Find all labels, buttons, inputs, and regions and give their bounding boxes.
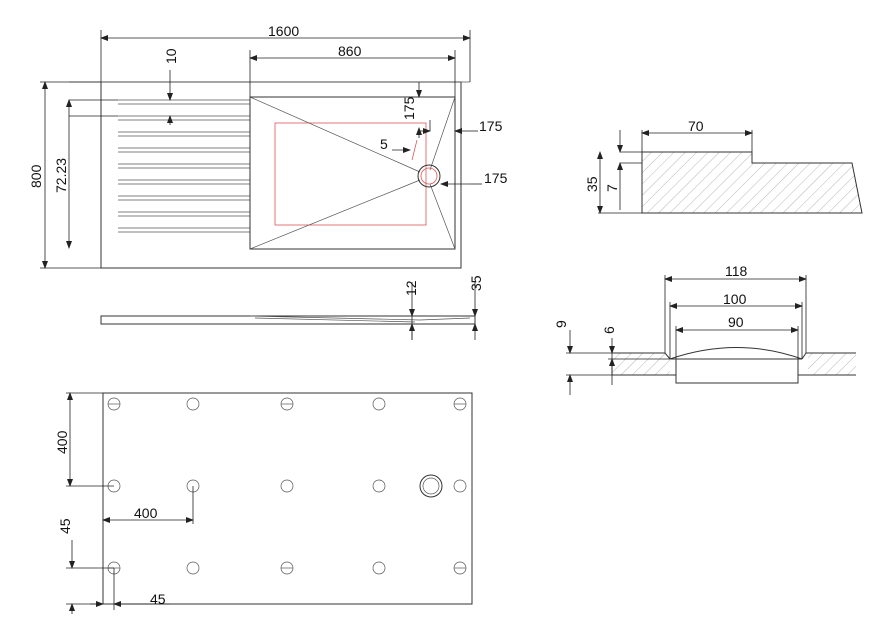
- dim-waste-flange: 100: [723, 291, 747, 307]
- waste-guide-red: [411, 139, 418, 161]
- dim-overall-width: 800: [28, 164, 44, 188]
- bottom-waste-inner: [422, 477, 440, 495]
- support-feet: [107, 397, 467, 575]
- dim-lip-width: 70: [688, 118, 704, 134]
- bowl-diagonal-2: [249, 179, 421, 250]
- dim-total-height: 35: [468, 275, 484, 291]
- bottom-waste-outer: [419, 474, 443, 498]
- dim-waste-offset-top: 175: [401, 96, 417, 120]
- edge-detail: 70 35 7: [584, 118, 863, 214]
- drainer-ribs: [118, 99, 250, 233]
- dim-waste-gap: 5: [380, 136, 388, 152]
- dim-waste-recess-depth: 6: [601, 326, 617, 334]
- dim-edge-step-depth: 7: [604, 184, 620, 192]
- dim-waste-offset-side-2: 175: [484, 170, 508, 186]
- side-view: 12 35: [100, 275, 484, 340]
- bowl-inner-red: [274, 122, 427, 226]
- bottom-outline: [102, 392, 473, 605]
- dim-overall-length: 1600: [268, 23, 299, 39]
- dim-waste-offset-side-1: 175: [479, 118, 503, 134]
- dim-bowl-length: 860: [338, 43, 362, 59]
- bowl-diagonal-4: [429, 183, 456, 250]
- dim-rib-spacing: 10: [163, 48, 179, 64]
- waste-detail: 118 100 90 9 6: [553, 263, 856, 395]
- dim-waste-outer: 118: [725, 263, 748, 279]
- dim-edge-offset-horizontal: 45: [150, 591, 166, 607]
- top-view: 1600 860 10 800 72.23 175 175 5: [28, 23, 508, 269]
- waste-flange: [669, 347, 803, 384]
- dim-waste-flange-thickness: 9: [553, 320, 569, 328]
- waste-outlet-outer: [417, 164, 441, 188]
- dim-foot-spacing-horizontal: 400: [134, 505, 158, 521]
- bowl-diagonal-1: [249, 96, 421, 173]
- waste-outlet-inner: [420, 167, 438, 185]
- bottom-view: 400 400 45 45: [54, 392, 473, 614]
- bowl-outline: [249, 96, 456, 250]
- dim-waste-inner: 90: [728, 314, 744, 330]
- dim-edge-offset-vertical: 45: [57, 518, 73, 534]
- dim-rim-thickness: 12: [403, 280, 419, 296]
- bowl-diagonal-3: [429, 96, 456, 171]
- dim-drainer-offset: 72.23: [53, 158, 69, 193]
- dim-edge-total-depth: 35: [584, 176, 600, 192]
- dim-foot-spacing-vertical: 400: [54, 430, 70, 454]
